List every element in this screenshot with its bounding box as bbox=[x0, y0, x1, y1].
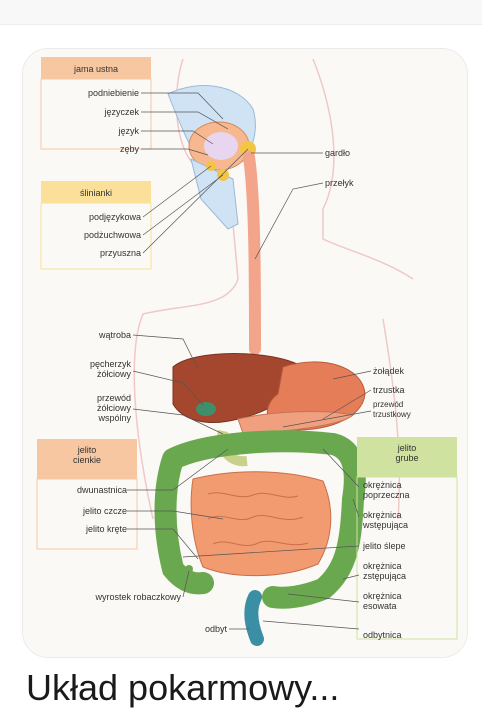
body-outline bbox=[133, 58, 414, 520]
label-pancreas: trzustka bbox=[373, 385, 405, 395]
salivary-group-box bbox=[40, 202, 152, 270]
label-liver: wątroba bbox=[98, 330, 131, 340]
top-bar bbox=[0, 0, 482, 25]
label-appendix: wyrostek robaczkowy bbox=[94, 592, 181, 602]
label-tongue: język bbox=[117, 126, 139, 136]
small-intestine-group-box bbox=[36, 478, 138, 550]
mouth-group-label: jama ustna bbox=[73, 64, 118, 74]
label-duodenum: dwunastnica bbox=[77, 485, 127, 495]
label-soft-palate: podniebienie bbox=[88, 88, 139, 98]
label-parotid: przyuszna bbox=[100, 248, 141, 258]
label-pharynx: gardło bbox=[325, 148, 350, 158]
large-intestine-group-header bbox=[357, 437, 457, 477]
label-rectum: odbytnica bbox=[363, 630, 402, 640]
label-cecum: jelito ślepe bbox=[362, 541, 406, 551]
result-caption[interactable]: Układ pokarmowy... bbox=[26, 667, 340, 708]
label-stomach: żołądek bbox=[373, 366, 405, 376]
small-intestine-shape bbox=[190, 471, 332, 577]
leader-lines bbox=[127, 92, 372, 630]
small-intestine-group-header bbox=[37, 439, 137, 479]
esophagus-shape bbox=[243, 151, 261, 355]
label-anus: odbyt bbox=[205, 624, 228, 634]
label-ileum: jelito kręte bbox=[85, 524, 127, 534]
intestine-folds bbox=[207, 492, 309, 547]
appendix-shape bbox=[185, 565, 193, 573]
mouth-inner bbox=[204, 132, 238, 160]
left-labels: podniebienie języczek język zęby podjęzy… bbox=[77, 88, 405, 640]
label-jejunum: jelito czcze bbox=[82, 506, 127, 516]
label-teeth: zęby bbox=[120, 144, 140, 154]
large-intestine-shape bbox=[154, 430, 366, 609]
gallbladder-shape bbox=[196, 402, 216, 416]
label-esophagus: przełyk bbox=[325, 178, 354, 188]
salivary-group-header bbox=[41, 181, 151, 203]
label-uvula: języczek bbox=[103, 107, 139, 117]
large-intestine-group-box bbox=[356, 476, 458, 640]
mouth-group-box bbox=[40, 78, 152, 150]
salivary-group-label: ślinianki bbox=[80, 188, 112, 198]
rectum-shape bbox=[244, 590, 264, 646]
mouth-group-header bbox=[41, 57, 151, 79]
label-submandibular: podżuchwowa bbox=[84, 230, 141, 240]
label-sublingual: podjęzykowa bbox=[89, 212, 141, 222]
